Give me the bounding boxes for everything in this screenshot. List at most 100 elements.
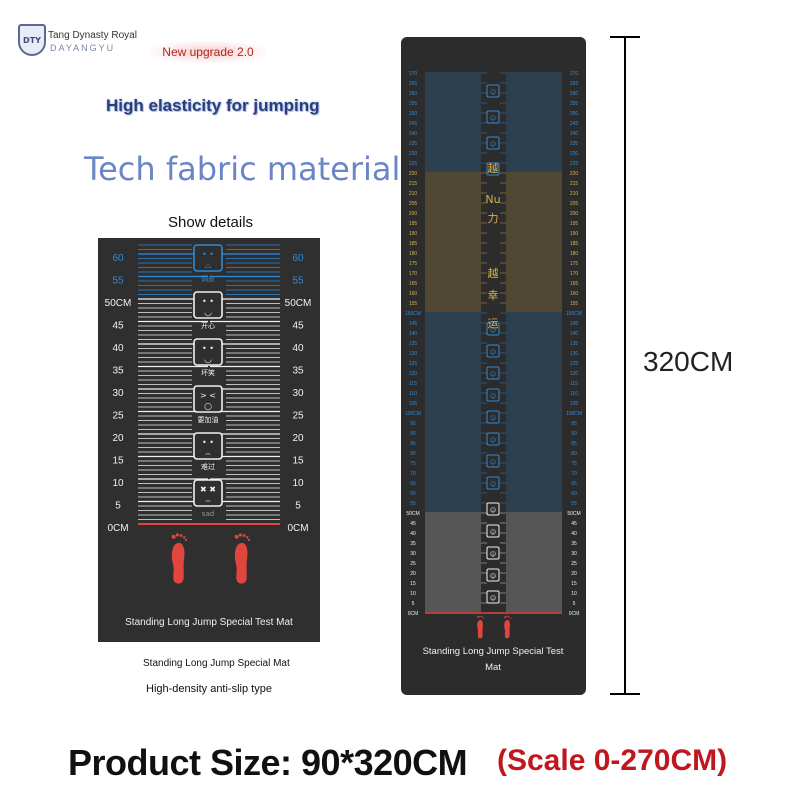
footprint-toe — [247, 538, 251, 542]
emoji-caption: 开心 — [201, 322, 215, 330]
scale-label-left: 40 — [112, 343, 124, 354]
motto-character: 越 — [488, 266, 499, 280]
footprint-toe — [182, 536, 186, 539]
scale-label-left: 15 — [410, 581, 416, 587]
scale-label-right: 100CM — [566, 411, 582, 417]
footprint-toe — [245, 536, 249, 539]
scale-label-right: 60 — [292, 253, 304, 264]
emoji-face-box — [486, 546, 500, 560]
emoji-face: ☺ — [490, 327, 496, 334]
emoji-face-box — [486, 432, 500, 446]
emoji-face: ☺ — [490, 415, 496, 422]
scale-label-left: 65 — [410, 481, 416, 487]
scale-label-right: 180 — [570, 251, 579, 257]
scale-label-left: 240 — [409, 131, 418, 137]
scale-label-left: 75 — [410, 461, 416, 467]
scale-label-left: 230 — [409, 151, 418, 157]
scale-label-left: 5 — [412, 601, 415, 607]
scale-label-left: 70 — [410, 471, 416, 477]
scale-label-right: 50CM — [285, 298, 312, 309]
scale-label-left: 20 — [112, 433, 124, 444]
scale-label-left: 170 — [409, 271, 418, 277]
motto-character: 越 — [488, 161, 499, 175]
emoji-face: ☺ — [490, 459, 496, 466]
scale-label-left: 35 — [112, 366, 124, 377]
scale-label-left: 200 — [409, 211, 418, 217]
scale-label-right: 0CM — [287, 523, 308, 534]
scale-label-right: 190 — [570, 231, 579, 237]
emoji-face-mouth: ◡ — [204, 355, 212, 365]
footprint-toe — [483, 618, 485, 620]
scale-label-right: 165 — [570, 281, 579, 287]
scale-label-right: 5 — [573, 601, 576, 607]
scale-label-left: 260 — [409, 91, 418, 97]
scale-label-left: 210 — [409, 191, 418, 197]
scale-label-left: 45 — [410, 521, 416, 527]
emoji-face-box — [193, 385, 223, 413]
scale-label-right: 195 — [570, 221, 579, 227]
scale-label-left: 155 — [409, 301, 418, 307]
scale-label-left: 25 — [410, 561, 416, 567]
scale-label-right: 140 — [570, 331, 579, 337]
scale-label-right: 200 — [570, 211, 579, 217]
scale-label-left: 85 — [410, 441, 416, 447]
scale-label-left: 0CM — [408, 611, 419, 617]
scale-label-left: 80 — [410, 451, 416, 457]
emoji-face: ☺ — [490, 437, 496, 444]
scale-label-right: 55 — [571, 501, 577, 507]
emoji-caption: 调皮 — [201, 274, 215, 283]
footprint-sole — [234, 542, 248, 584]
scale-label-right: 130 — [570, 351, 579, 357]
scale-label-right: 125 — [570, 361, 579, 367]
emoji-face-mouth: ○ — [204, 402, 212, 412]
scale-label-right: 155 — [570, 301, 579, 307]
scale-label-right: 255 — [570, 101, 579, 107]
scale-label-left: 140 — [409, 331, 418, 337]
full-mat-title-2: Mat — [485, 662, 501, 673]
emoji-face-box — [486, 110, 500, 124]
scale-label-right: 20 — [292, 433, 304, 444]
scale-label-left: 0CM — [107, 523, 128, 534]
scale-label-right: 135 — [570, 341, 579, 347]
scale-label-right: 215 — [570, 181, 579, 187]
scale-label-left: 165 — [409, 281, 418, 287]
emoji-face-box — [486, 410, 500, 424]
footprint-sole — [504, 619, 510, 639]
scale-label-left: 15 — [112, 456, 124, 467]
emoji-face: ☺ — [490, 393, 496, 400]
footprint-left — [171, 533, 188, 584]
scale-label-right: 110 — [570, 391, 578, 397]
emoji-face-box — [486, 136, 500, 150]
emoji-caption: 坏笑 — [201, 368, 215, 377]
scale-label-left: 180 — [409, 251, 418, 257]
emoji-face: ☺ — [490, 89, 496, 96]
scale-label-right: 175 — [570, 261, 579, 267]
scale-label-left: 90 — [410, 431, 416, 437]
scale-label-right: 40 — [571, 531, 577, 537]
scale-label-left: 150CM — [405, 311, 421, 317]
emoji-face-box — [193, 432, 223, 460]
scale-label-left: 10 — [112, 478, 124, 489]
scale-label-right: 105 — [570, 401, 579, 407]
emoji-face-box — [486, 524, 500, 538]
scale-label-left: 270 — [409, 71, 418, 77]
show-details-label: Show details — [168, 214, 254, 231]
scale-label-right: 30 — [292, 388, 304, 399]
scale-label-right: 265 — [570, 81, 579, 87]
scale-label-right: 45 — [571, 521, 577, 527]
emoji-face: ☺ — [490, 167, 496, 174]
scale-label-left: 25 — [112, 411, 124, 422]
scale-label-left: 40 — [410, 531, 416, 537]
scale-label-left: 235 — [409, 141, 418, 147]
emoji-face-box — [486, 84, 500, 98]
scale-label-right: 15 — [571, 581, 577, 587]
footprint-toe — [477, 616, 479, 619]
scale-label-right: 40 — [292, 343, 304, 354]
scale-label-right: 170 — [570, 271, 579, 277]
emoji-face-box — [193, 479, 223, 507]
scale-label-right: 65 — [571, 481, 577, 487]
dimension-line — [624, 37, 626, 694]
scale-label-right: 45 — [292, 321, 304, 332]
